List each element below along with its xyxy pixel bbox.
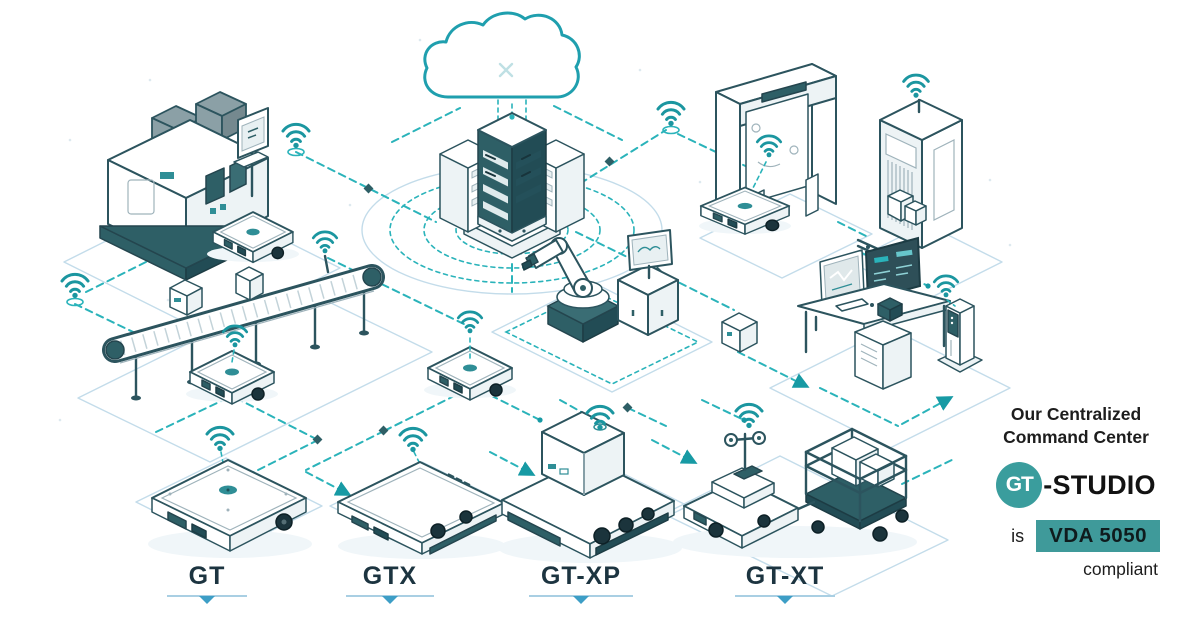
- dock-gate: [715, 63, 837, 233]
- label-marker-gt-xt: [735, 595, 835, 604]
- label-gt: GT: [189, 562, 226, 590]
- wifi-icon: [902, 73, 930, 100]
- wifi-icon: [205, 425, 235, 453]
- compliance-suffix: compliant: [1083, 559, 1158, 580]
- desk-cube: [877, 297, 903, 322]
- desk-pc-tower: [854, 320, 912, 390]
- cloud-x-icon: [498, 62, 514, 78]
- conveyor-box-2: [235, 266, 264, 301]
- wifi-beam: [946, 299, 956, 307]
- compliance-prefix: is: [1011, 525, 1025, 546]
- gt-logo-circle-icon: GT: [996, 462, 1043, 509]
- compliance-row: is VDA 5050: [992, 520, 1160, 553]
- wifi-icon: [456, 310, 484, 335]
- wifi-signals: [60, 73, 960, 454]
- wifi-icon: [398, 426, 428, 454]
- agv-gt: [148, 451, 312, 558]
- cnc-monitor: [233, 107, 269, 198]
- label-marker-gt-xp: [529, 595, 633, 604]
- cnc-machine: [99, 91, 273, 281]
- heading-line1: Our Centralized: [1010, 404, 1142, 424]
- brand-panel: Our Centralized Command Center GT -STUDI…: [992, 403, 1160, 580]
- floor-box: [721, 312, 758, 353]
- gt-studio-logo: GT -STUDIO: [992, 462, 1160, 509]
- arm-limbs: [521, 237, 593, 298]
- wifi-beam: [231, 349, 235, 363]
- agv-gt-xp: [498, 411, 682, 563]
- vertical-lift-module: [856, 98, 963, 266]
- tugger-body: [683, 431, 799, 549]
- label-marker-gtx: [346, 595, 434, 604]
- vda-5050-badge: VDA 5050: [1036, 520, 1160, 553]
- logo-circle-text: GT: [1005, 473, 1034, 497]
- label-gt-xp: GT-XP: [541, 562, 621, 590]
- arm-control-cabinet: [617, 229, 679, 336]
- label-gtx: GTX: [363, 562, 417, 590]
- lift-boxes: [887, 189, 927, 226]
- label-marker-gt: [167, 595, 247, 604]
- wifi-icon: [656, 100, 686, 128]
- agv-gt-xt: [673, 427, 917, 558]
- wifi-beam: [751, 161, 767, 191]
- agv-gtx: [337, 451, 506, 559]
- conveyor-belt: [102, 254, 385, 401]
- robotic-arm: [504, 229, 700, 385]
- logo-suffix-text: -STUDIO: [1043, 469, 1156, 500]
- label-gt-xt: GT-XT: [746, 562, 825, 590]
- heading-line2: Command Center: [1003, 427, 1149, 448]
- wifi-icon: [281, 122, 311, 150]
- charging-station: [937, 298, 983, 373]
- cloud-icon: [423, 11, 581, 99]
- payload-box: [541, 411, 625, 496]
- tow-cart: [804, 427, 909, 542]
- server-stack: [439, 112, 585, 259]
- panel-heading: Our Centralized Command Center: [992, 403, 1160, 449]
- conveyor-box-1: [169, 279, 203, 316]
- wifi-icon: [734, 402, 764, 430]
- control-desk: [797, 236, 951, 390]
- background-speckles: [58, 38, 1012, 422]
- robot-labels: GT GTX GT-XP GT-XT: [167, 562, 835, 604]
- wifi-icon: [60, 272, 90, 300]
- wifi-icon: [311, 230, 339, 255]
